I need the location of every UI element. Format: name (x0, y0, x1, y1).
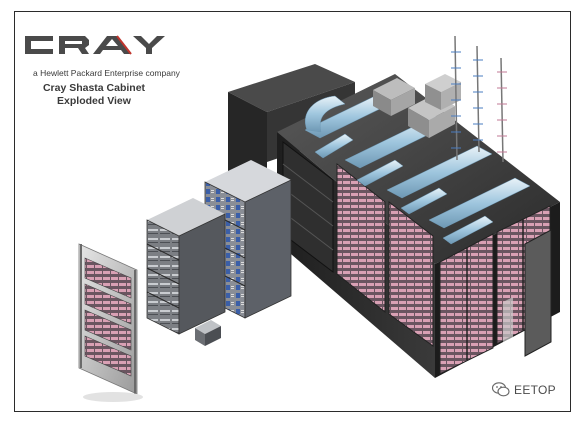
cray-logo: a Hewlett Packard Enterprise company (23, 26, 193, 78)
logo-tagline: a Hewlett Packard Enterprise company (33, 68, 180, 78)
figure-caption: Cray Shasta Cabinet Exploded View (39, 82, 149, 108)
cray-wordmark-graphic (25, 35, 165, 55)
watermark-text: EETOP (514, 382, 556, 397)
figure-frame: a Hewlett Packard Enterprise company Cra… (14, 11, 571, 412)
exploded-cabinet-illustration (78, 35, 560, 402)
cable-harnesses (451, 35, 507, 163)
caption-line-2: Exploded View (57, 95, 131, 107)
compute-node-stacks (146, 160, 292, 346)
wechat-icon (492, 382, 510, 397)
eetop-watermark: EETOP (492, 382, 556, 397)
caption-line-1: Cray Shasta Cabinet (42, 82, 146, 94)
blade-rack (78, 243, 143, 402)
